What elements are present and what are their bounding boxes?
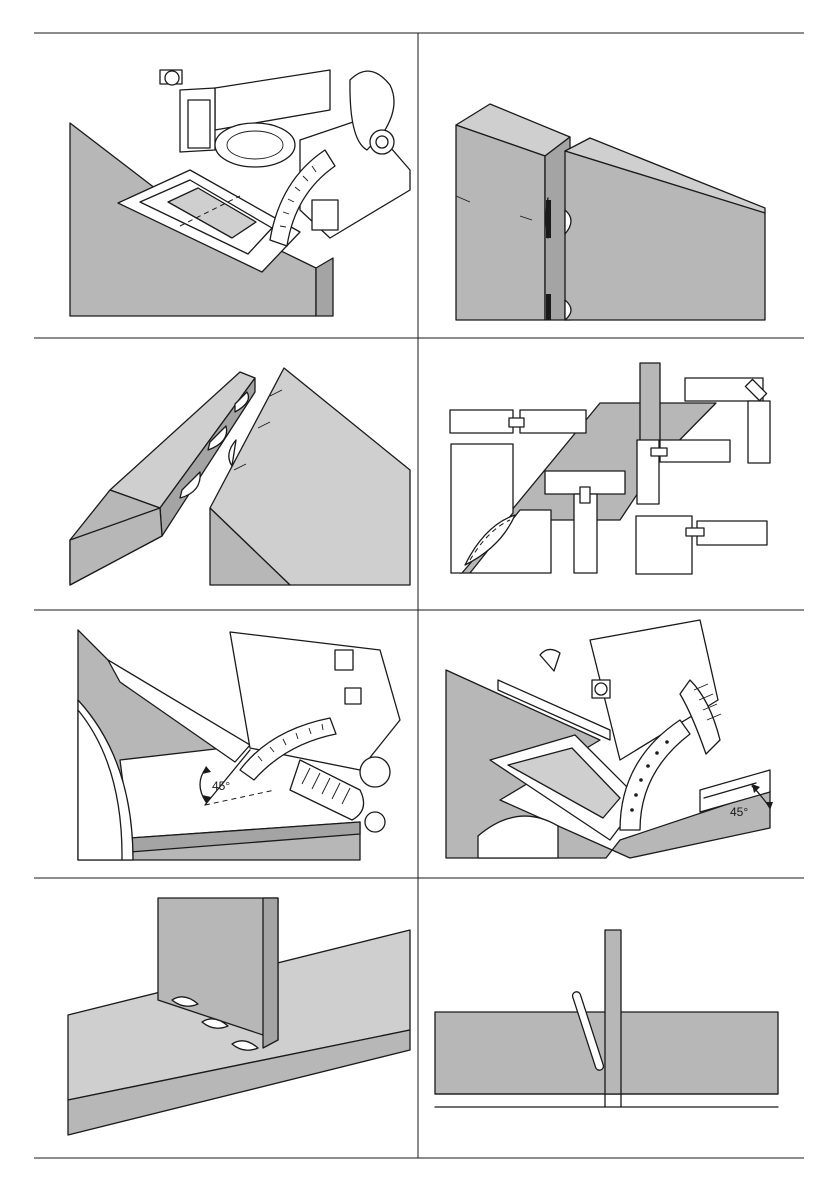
figure-angled-fence-right: 45° bbox=[446, 620, 773, 858]
angle-label-right: 45° bbox=[730, 805, 748, 819]
angle-label-left: 45° bbox=[212, 779, 230, 793]
figure-panels-with-slots bbox=[456, 104, 765, 320]
figure-t-joint-with-biscuit bbox=[435, 930, 778, 1107]
figure-joint-types-overview bbox=[450, 363, 770, 574]
figure-angled-fence-left: 45° bbox=[78, 630, 400, 860]
figure-t-joint-slots bbox=[68, 898, 410, 1135]
figure-mitered-corner-slots bbox=[70, 368, 410, 585]
figure-biscuit-joiner-on-board bbox=[70, 70, 410, 316]
